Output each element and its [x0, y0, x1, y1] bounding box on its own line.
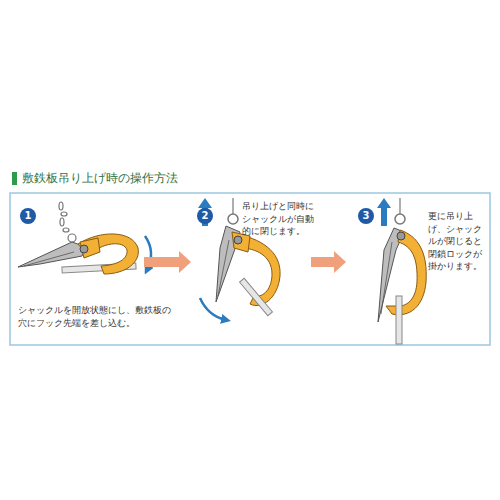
- arrow-head: [334, 251, 346, 273]
- title-marker: [12, 172, 17, 185]
- step-description: 更に吊り上げ、シャックルが閉じると閉鎖ロックが掛かります。: [428, 210, 484, 273]
- step-number: 3: [358, 208, 374, 224]
- callout-number: 3: [363, 211, 370, 221]
- step3-figure: [377, 198, 426, 344]
- diagram-title: 敷鉄板吊り上げ時の操作方法: [22, 171, 178, 186]
- step-area: シャックルを開放状態にし、敷鉄板の穴にフック先端を差し込む。1: [12, 196, 140, 342]
- callout-number: 2: [202, 211, 209, 221]
- step-arrow: [144, 251, 191, 273]
- step-number: 1: [20, 208, 36, 224]
- step-number: 2: [197, 208, 213, 224]
- step1-figure: [18, 202, 151, 274]
- arrow-head: [179, 251, 191, 273]
- step-description: 吊り上げと同時にシャックルが自動的に閉じます。: [242, 200, 318, 238]
- step-area: 更に吊り上げ、シャックルが閉じると閉鎖ロックが掛かります。 3: [350, 196, 486, 342]
- arrow-shaft: [144, 257, 180, 267]
- arrow-shaft: [311, 257, 335, 267]
- step-panel-frame: [10, 193, 490, 345]
- step-description: シャックルを開放状態にし、敷鉄板の穴にフック先端を差し込む。: [18, 304, 178, 329]
- step-arrow: [311, 251, 346, 273]
- step-area: 吊り上げと同時にシャックルが自動的に閉じます。2: [195, 196, 307, 342]
- callout-number: 1: [25, 211, 32, 221]
